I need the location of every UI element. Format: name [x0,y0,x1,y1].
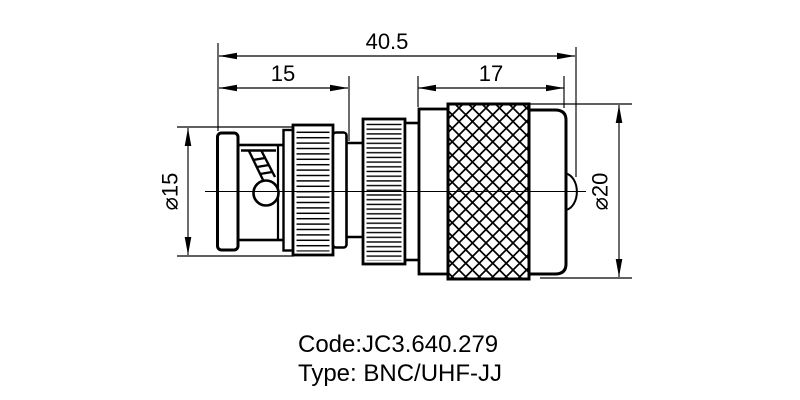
arrowhead-right [546,84,564,92]
dim-right-length-value: 17 [479,61,503,86]
arrowhead-up [615,105,623,123]
dim-right-diameter [530,103,632,279]
arrowhead-left [418,84,436,92]
dim-right-length [417,76,565,108]
dim-left-length-value: 15 [271,61,295,86]
dim-overall-length-value: 40.5 [366,29,409,54]
dim-left-length [219,76,350,141]
adapter-neck [346,141,363,239]
label-code: Code:JC3.640.279 [298,331,498,358]
bayonet-pin-hole [252,179,280,207]
arrowhead-right [557,52,575,60]
arrowhead-down [615,259,623,277]
bayonet-slot [241,149,277,183]
dim-left-diameter-value: ⌀15 [158,173,183,211]
coupling-nut-knurl-pattern [296,128,330,252]
arrowhead-left [219,84,237,92]
coupling-nut-front-lip [282,128,295,252]
label-type: Type: BNC/UHF-JJ [298,360,502,387]
dim-right-diameter-value: ⌀20 [588,173,613,211]
dim-left-diameter [177,126,294,257]
arrowhead-left [219,52,237,60]
arrowhead-down [184,237,192,255]
arrowhead-right [330,84,348,92]
coupling-nut-rear-lip [331,131,348,249]
arrowhead-up [184,128,192,146]
dim-overall-length [217,43,577,177]
